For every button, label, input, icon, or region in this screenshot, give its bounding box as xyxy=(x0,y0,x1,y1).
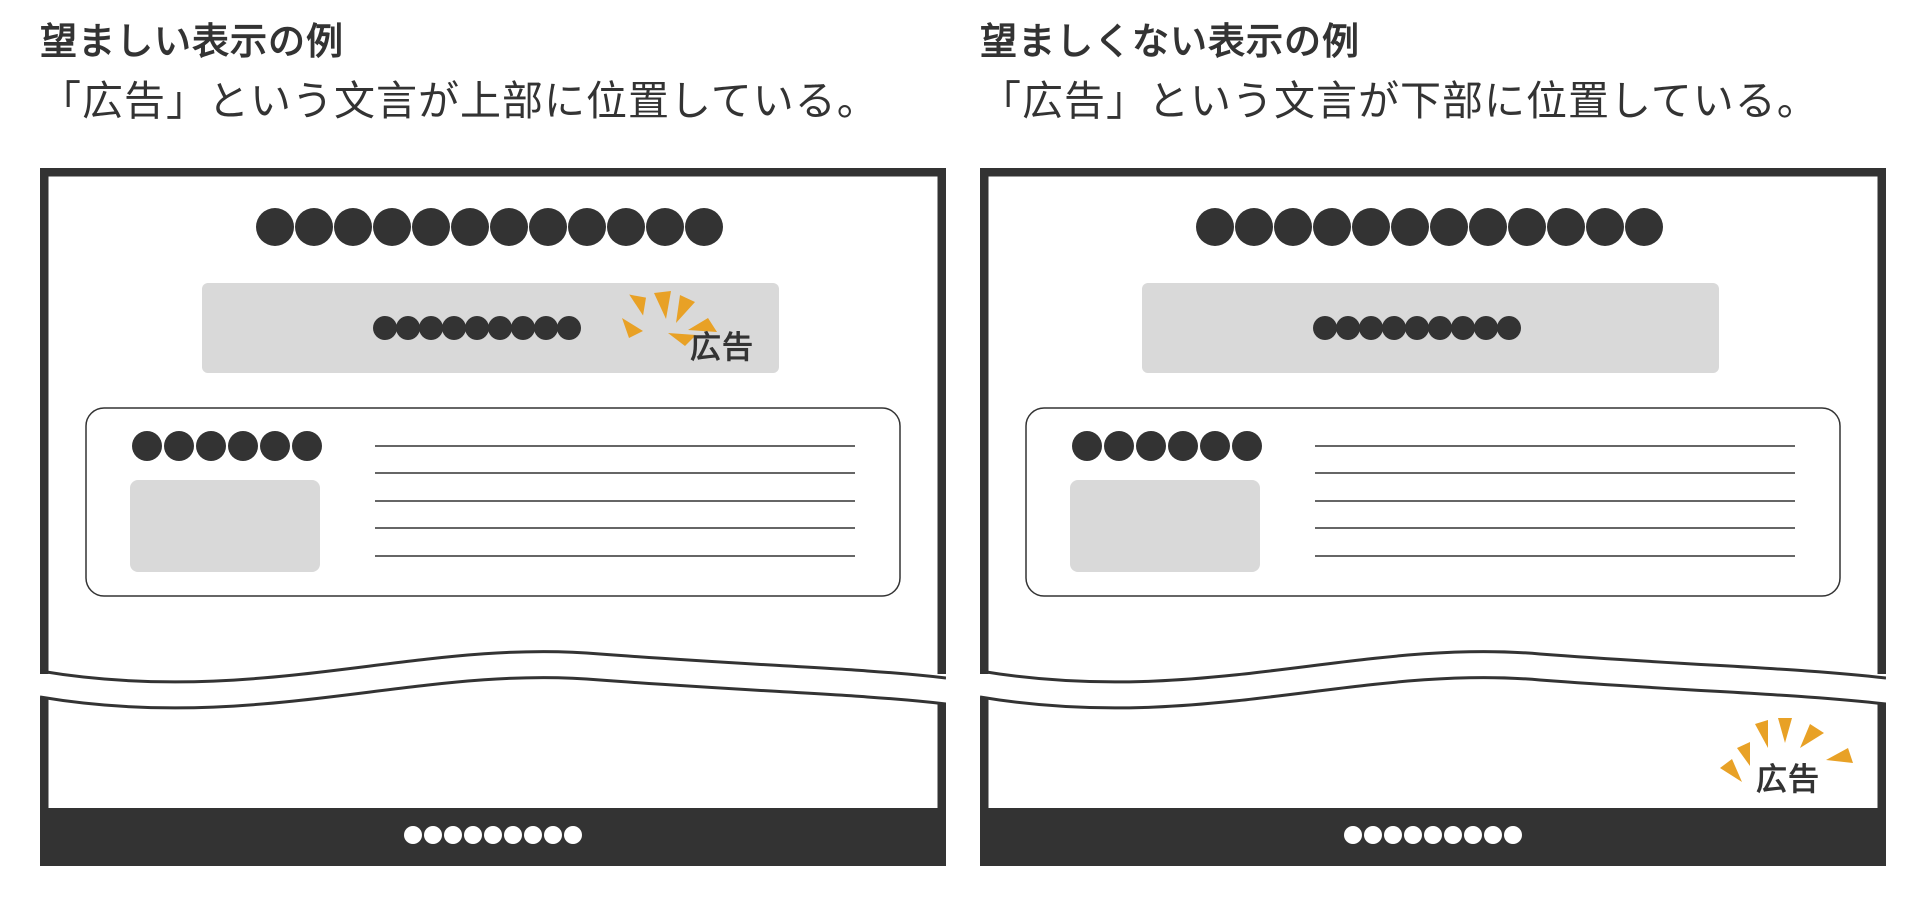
content-card-image-placeholder xyxy=(1070,480,1260,572)
content-card-heading-placeholder xyxy=(132,431,322,461)
good-example-page-mockup: 広告 xyxy=(40,168,946,866)
page-frame-upper xyxy=(40,168,946,674)
page-frame-upper xyxy=(980,168,1886,674)
page-title-placeholder xyxy=(256,208,723,246)
page-tear-edge-upper xyxy=(980,650,1886,684)
ad-label-bottom: 広告 xyxy=(1756,762,1820,798)
page-tear-edge-upper xyxy=(40,650,946,684)
ad-banner-placeholder-text xyxy=(373,316,581,340)
footer-placeholder-text xyxy=(1344,826,1522,844)
ad-label-top: 広告 xyxy=(690,330,754,366)
ad-label-highlight-burst xyxy=(1720,718,1853,782)
page-title-placeholder xyxy=(1196,208,1663,246)
bad-example-title: 望ましくない表示の例 xyxy=(980,20,1360,63)
bad-example-mockup-drawing xyxy=(980,168,1886,866)
good-example-mockup-drawing xyxy=(40,168,946,866)
content-card-image-placeholder xyxy=(130,480,320,572)
footer-placeholder-text xyxy=(404,826,582,844)
bad-example-page-mockup: 広告 xyxy=(980,168,1886,866)
ad-label-highlight-burst xyxy=(622,291,717,346)
content-card-text-lines xyxy=(375,445,855,557)
content-card-heading-placeholder xyxy=(1072,431,1262,461)
good-example-title: 望ましい表示の例 xyxy=(40,20,344,63)
page-tear-edge-lower xyxy=(40,676,946,710)
good-example-subtitle: 「広告」という文言が上部に位置している。 xyxy=(40,77,879,125)
good-example-heading: 望ましい表示の例 「広告」という文言が上部に位置している。 xyxy=(40,14,879,132)
ad-banner-placeholder-text xyxy=(1313,316,1521,340)
content-card-text-lines xyxy=(1315,445,1795,557)
bad-example-subtitle: 「広告」という文言が下部に位置している。 xyxy=(980,77,1819,125)
bad-example-heading: 望ましくない表示の例 「広告」という文言が下部に位置している。 xyxy=(980,14,1819,132)
page-tear-edge-lower xyxy=(980,676,1886,710)
